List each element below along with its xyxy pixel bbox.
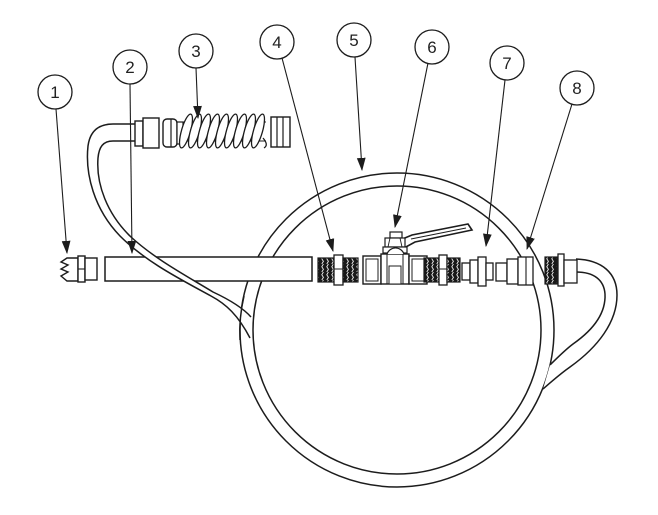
balloon-1-circle	[37, 74, 73, 110]
part-2-pipe	[104, 256, 313, 282]
leader-line-1	[55, 108, 71, 255]
balloon-8-number: 8	[572, 79, 581, 98]
part-6-ball-valve	[362, 223, 474, 285]
part-1-plug-fitting	[59, 255, 98, 283]
leader-line-7	[483, 79, 506, 248]
hose-end-segment	[542, 258, 618, 390]
balloon-8: 8	[559, 70, 595, 106]
leader-line-2	[127, 83, 137, 255]
threaded-nipple-right	[423, 254, 461, 286]
balloon-7-number: 7	[502, 54, 511, 73]
balloon-1-number: 1	[50, 83, 59, 102]
balloon-5-number: 5	[349, 31, 358, 50]
leader-line-3	[193, 67, 202, 120]
balloon-3: 3	[178, 33, 214, 69]
balloon-3-number: 3	[191, 42, 200, 61]
balloon-7: 7	[489, 45, 525, 81]
hose-top-segment	[86, 123, 252, 341]
part-8-coupler	[495, 256, 534, 286]
balloon-8-circle	[559, 70, 595, 106]
part-7-quick-connect	[461, 256, 494, 287]
hose-end-fitting	[544, 253, 578, 287]
spring-coils	[178, 113, 266, 149]
part-4-threaded-nipple	[317, 254, 359, 286]
leader-line-6	[393, 62, 429, 229]
balloon-6: 6	[414, 29, 450, 65]
balloon-4: 4	[259, 24, 295, 60]
balloon-4-circle	[259, 24, 295, 60]
balloon-1: 1	[37, 74, 73, 110]
leader-line-5	[354, 56, 366, 172]
balloon-3-circle	[178, 33, 214, 69]
part-3-spring-fitting	[162, 113, 291, 149]
callout-balloons: 1 2 3 4 5 6 7 8	[37, 22, 595, 110]
leader-line-4	[281, 57, 335, 253]
balloon-4-number: 4	[272, 33, 281, 52]
leader-lines	[55, 56, 573, 255]
balloon-5-circle	[336, 22, 372, 58]
balloon-2-number: 2	[125, 58, 134, 77]
part-5-coiled-hose	[239, 172, 555, 488]
balloon-2: 2	[112, 49, 148, 85]
balloon-6-number: 6	[427, 38, 436, 57]
balloon-6-circle	[414, 29, 450, 65]
balloon-2-circle	[112, 49, 148, 85]
balloon-7-circle	[489, 45, 525, 81]
hose-top-nut	[134, 117, 160, 149]
valve-handle	[394, 223, 474, 252]
balloon-5: 5	[336, 22, 372, 58]
leader-line-8	[526, 103, 573, 251]
